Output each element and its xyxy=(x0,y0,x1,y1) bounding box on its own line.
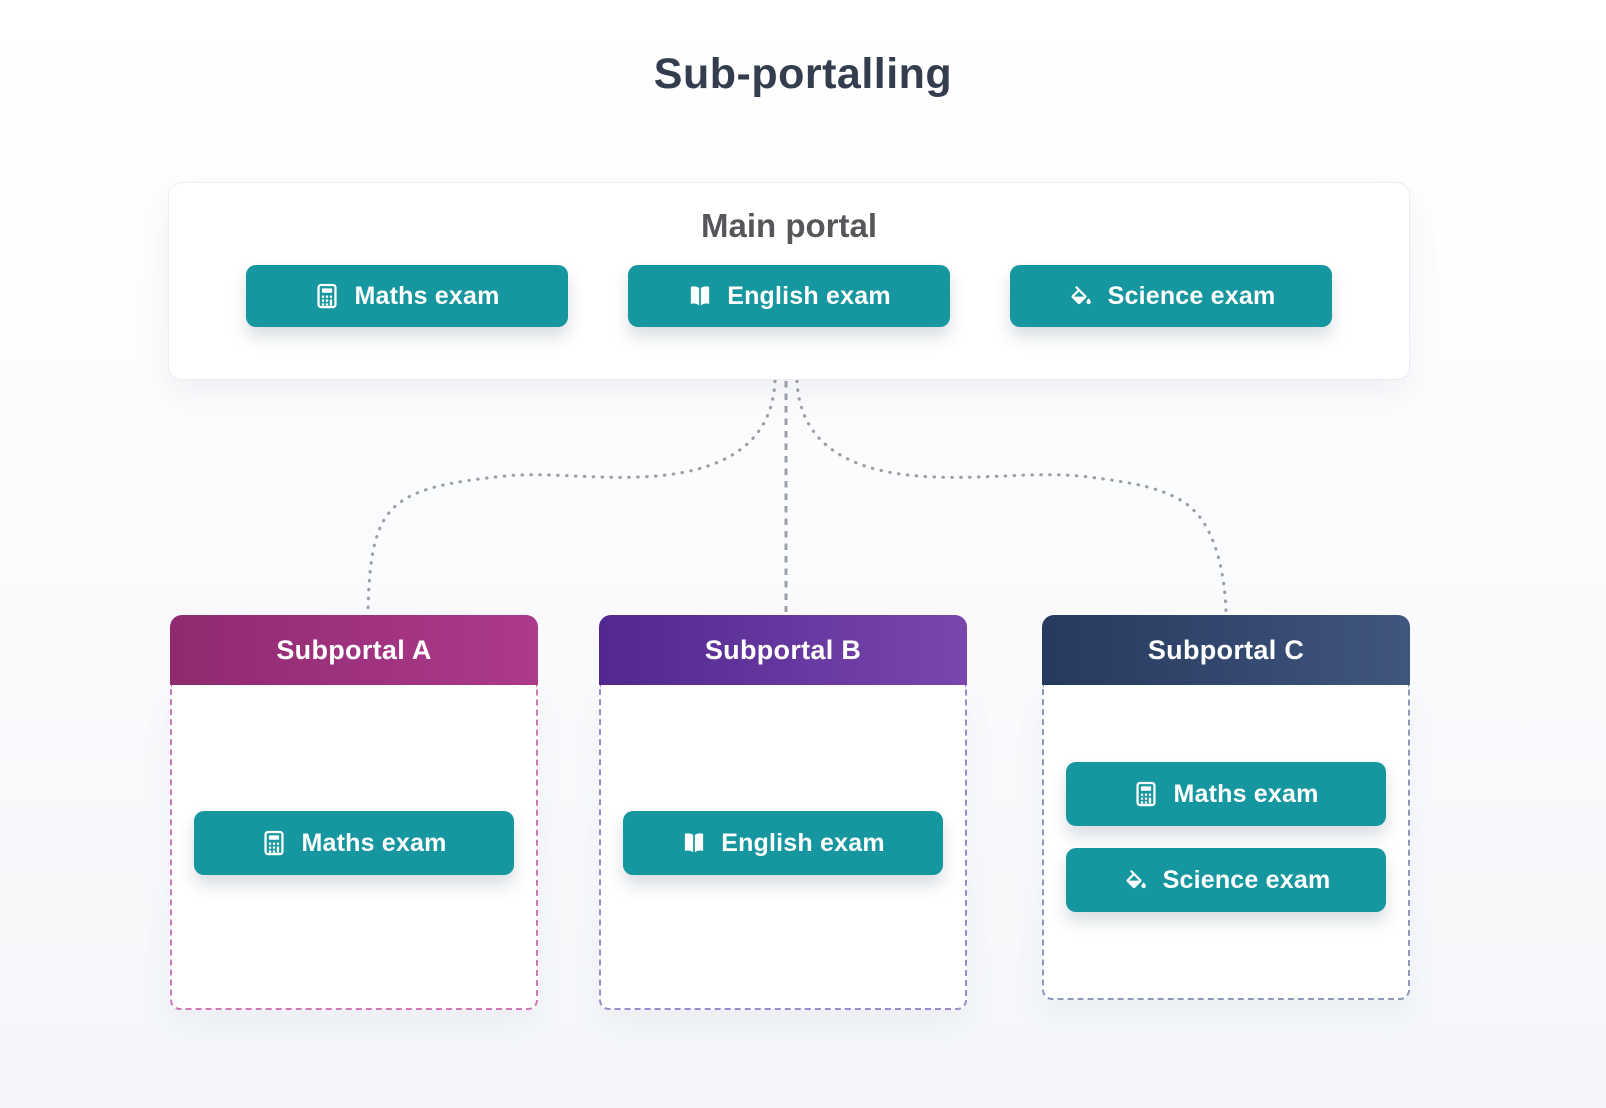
main-portal-title: Main portal xyxy=(700,207,877,244)
subportal-c-maths-exam-button[interactable]: Maths exam xyxy=(1066,762,1386,826)
main-portal-button-row: Maths exam English exam xyxy=(169,265,1409,327)
subportal-b-card: Subportal B English exam xyxy=(599,615,967,1010)
button-label: English exam xyxy=(727,281,891,310)
subportal-c-body: Maths exam Science exam xyxy=(1042,685,1410,1000)
subportal-a-header: Subportal A xyxy=(170,615,538,685)
calculator-icon xyxy=(1133,781,1159,807)
science-exam-button[interactable]: Science exam xyxy=(1010,265,1332,327)
open-book-icon xyxy=(681,830,707,856)
connector-to-subportal-a xyxy=(366,379,777,614)
page-title: Sub-portalling xyxy=(653,50,953,98)
english-exam-button[interactable]: English exam xyxy=(628,265,950,327)
subportal-a-card: Subportal A Maths exam xyxy=(170,615,538,1010)
open-book-icon xyxy=(687,283,713,309)
subportal-c-card: Subportal C Maths exam xyxy=(1042,615,1410,1000)
subportal-b-header: Subportal B xyxy=(599,615,967,685)
subportal-a-body: Maths exam xyxy=(170,685,538,1010)
fill-drip-icon xyxy=(1122,867,1149,894)
calculator-icon xyxy=(314,283,340,309)
button-label: Science exam xyxy=(1107,281,1276,310)
subportal-b-body: English exam xyxy=(599,685,967,1010)
subportal-c-header: Subportal C xyxy=(1042,615,1410,685)
button-label: Maths exam xyxy=(301,828,447,857)
main-portal-card: Main portal Maths exam xyxy=(168,182,1410,380)
button-label: Maths exam xyxy=(1173,779,1319,808)
maths-exam-button[interactable]: Maths exam xyxy=(246,265,568,327)
subportal-c-title: Subportal C xyxy=(1147,634,1305,665)
subportal-b-title: Subportal B xyxy=(704,634,862,665)
subportal-b-english-exam-button[interactable]: English exam xyxy=(623,811,943,875)
fill-drip-icon xyxy=(1067,283,1094,310)
calculator-icon xyxy=(261,830,287,856)
subportal-a-title: Subportal A xyxy=(276,634,432,665)
button-label: Science exam xyxy=(1162,865,1331,894)
button-label: Maths exam xyxy=(354,281,500,310)
button-label: English exam xyxy=(721,828,885,857)
subportal-c-science-exam-button[interactable]: Science exam xyxy=(1066,848,1386,912)
connector-to-subportal-c xyxy=(795,379,1228,614)
subportal-a-maths-exam-button[interactable]: Maths exam xyxy=(194,811,514,875)
